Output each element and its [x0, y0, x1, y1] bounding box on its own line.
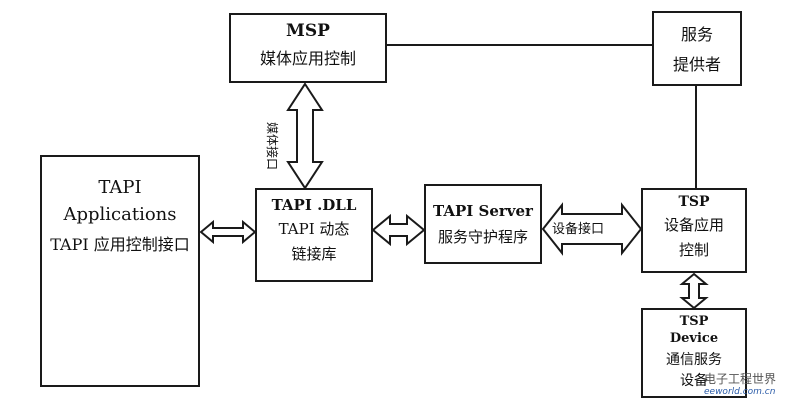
provider-line2: 提供者	[672, 55, 721, 74]
tsp-box: TSP 设备应用 控制	[641, 188, 747, 273]
device-line1: TSP	[679, 314, 709, 329]
tsp-line3: 控制	[678, 241, 709, 259]
media-arrow	[286, 82, 324, 190]
server-line2: 服务守护程序	[437, 228, 528, 246]
device-line2: Device	[669, 331, 719, 346]
device-interface-label: 设备接口	[552, 222, 605, 237]
msp-provider-line	[387, 44, 652, 46]
apps-line2: Applications	[63, 204, 177, 225]
tsp-device-box: TSP Device 通信服务 设备	[641, 308, 747, 398]
dll-line3: 链接库	[291, 245, 337, 263]
tapi-applications-box: TAPI Applications TAPI 应用控制接口	[40, 155, 200, 387]
apps-line3: TAPI 应用控制接口	[50, 235, 190, 254]
provider-tsp-line	[695, 86, 697, 188]
device-line3: 通信服务	[666, 352, 722, 368]
dll-server-arrow	[371, 213, 426, 247]
provider-line1: 服务	[680, 25, 713, 44]
tsp-device-arrow	[679, 272, 709, 310]
apps-line1: TAPI	[98, 177, 142, 198]
tsp-line2: 设备应用	[663, 216, 724, 234]
tapi-dll-box: TAPI .DLL TAPI 动态 链接库	[255, 188, 373, 282]
device-line4: 设备	[680, 373, 708, 389]
msp-subtitle: 媒体应用控制	[259, 49, 356, 68]
service-provider-box: 服务 提供者	[652, 11, 742, 86]
msp-title: MSP	[286, 21, 330, 41]
watermark-logo: 电子工程世界 eeworld.com.cn	[704, 370, 776, 397]
server-line1: TAPI Server	[433, 202, 533, 220]
tapi-server-box: TAPI Server 服务守护程序	[424, 184, 542, 264]
tsp-line1: TSP	[678, 194, 710, 210]
msp-box: MSP 媒体应用控制	[229, 13, 387, 83]
watermark-line2: eeworld.com.cn	[704, 387, 776, 397]
media-interface-label: 媒体接口	[265, 122, 279, 171]
apps-dll-arrow	[199, 219, 257, 245]
watermark-line1: 电子工程世界	[704, 372, 777, 386]
dll-line1: TAPI .DLL	[271, 196, 357, 214]
dll-line2: TAPI 动态	[278, 220, 350, 238]
